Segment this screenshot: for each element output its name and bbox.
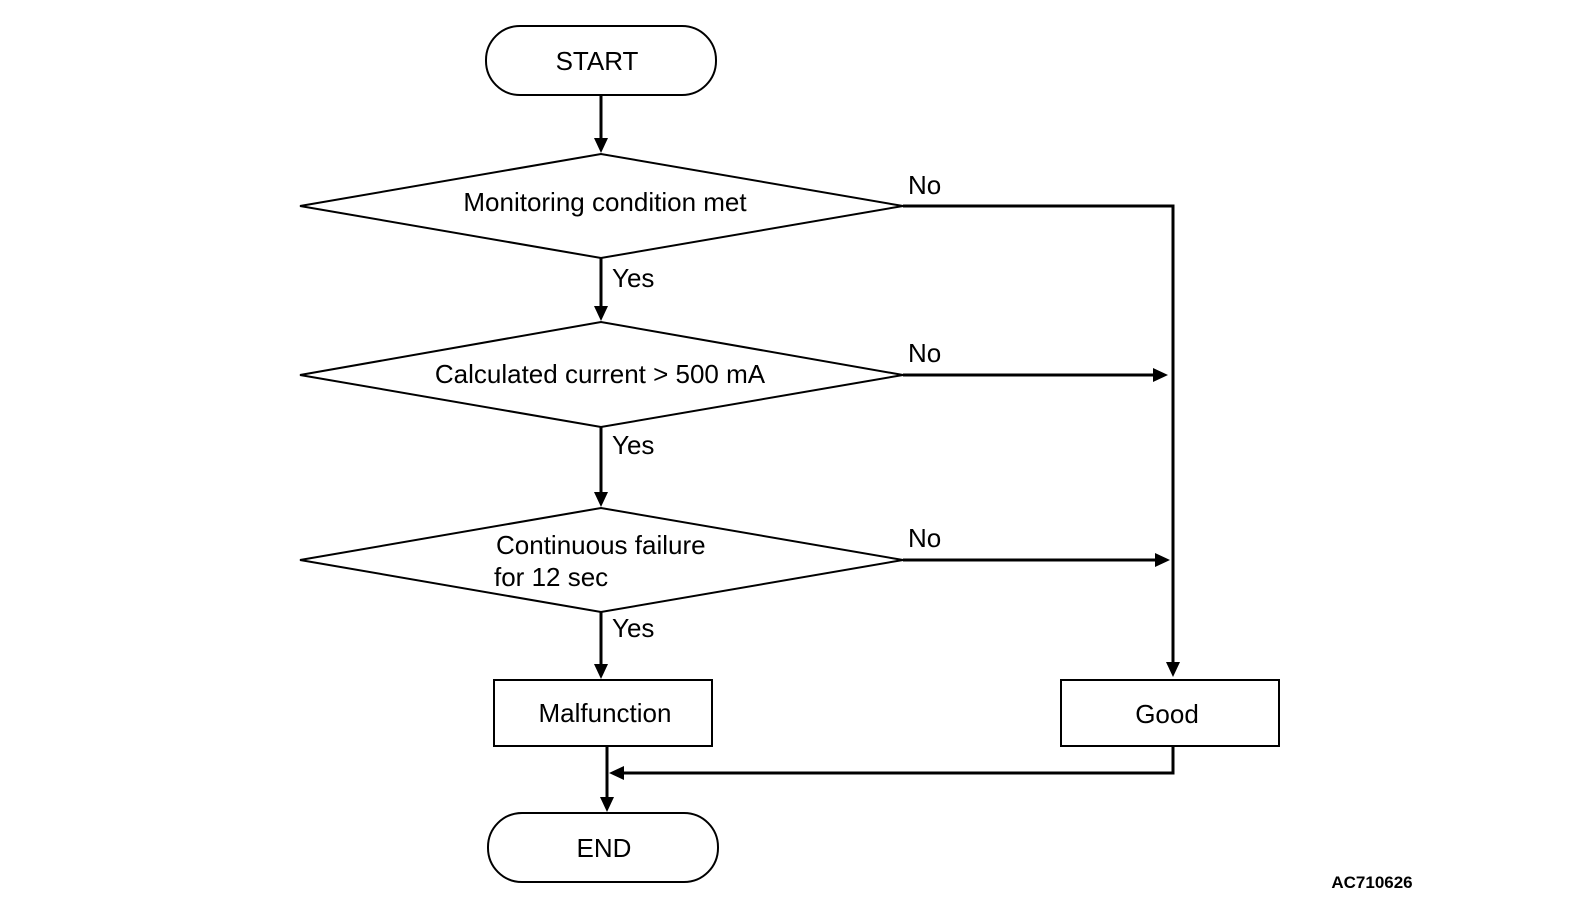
arrowhead-d3-no bbox=[1155, 553, 1170, 567]
arrowhead-d1-in bbox=[594, 138, 608, 153]
arrowhead-d3-in bbox=[594, 492, 608, 507]
yes-label-d1: Yes bbox=[612, 263, 654, 293]
decision-calculated-current-label: Calculated current > 500 mA bbox=[435, 359, 766, 389]
start-terminal bbox=[485, 25, 717, 96]
decision-continuous-failure bbox=[299, 506, 904, 614]
malfunction-label: Malfunction bbox=[539, 698, 672, 728]
end-label: END bbox=[577, 833, 632, 863]
no-label-d3: No bbox=[908, 523, 941, 553]
no-label-d2: No bbox=[908, 338, 941, 368]
connector-d1-no-to-good bbox=[903, 204, 1175, 664]
connector-good-to-end bbox=[622, 746, 1175, 775]
malfunction-box bbox=[493, 679, 713, 747]
decision-calculated-current bbox=[299, 320, 904, 429]
decision-monitoring-condition bbox=[299, 152, 904, 260]
good-label: Good bbox=[1135, 699, 1199, 729]
arrowhead-good-in bbox=[1166, 662, 1180, 677]
arrowhead-end-in bbox=[600, 797, 614, 812]
yes-label-d2: Yes bbox=[612, 430, 654, 460]
decision-monitoring-condition-label: Monitoring condition met bbox=[463, 187, 747, 217]
figure-id: AC710626 bbox=[1331, 873, 1412, 892]
yes-label-d3: Yes bbox=[612, 613, 654, 643]
end-terminal bbox=[487, 812, 719, 883]
decision-continuous-failure-label-line1: Continuous failure bbox=[496, 530, 706, 560]
arrowhead-good-join bbox=[609, 766, 624, 780]
start-label: START bbox=[556, 46, 639, 76]
decision-continuous-failure-label-line2: for 12 sec bbox=[494, 562, 608, 592]
arrowhead-d2-no bbox=[1153, 368, 1168, 382]
good-box bbox=[1060, 679, 1280, 747]
arrowhead-d2-in bbox=[594, 306, 608, 321]
no-label-d1: No bbox=[908, 170, 941, 200]
arrowhead-malfunction-in bbox=[594, 664, 608, 679]
